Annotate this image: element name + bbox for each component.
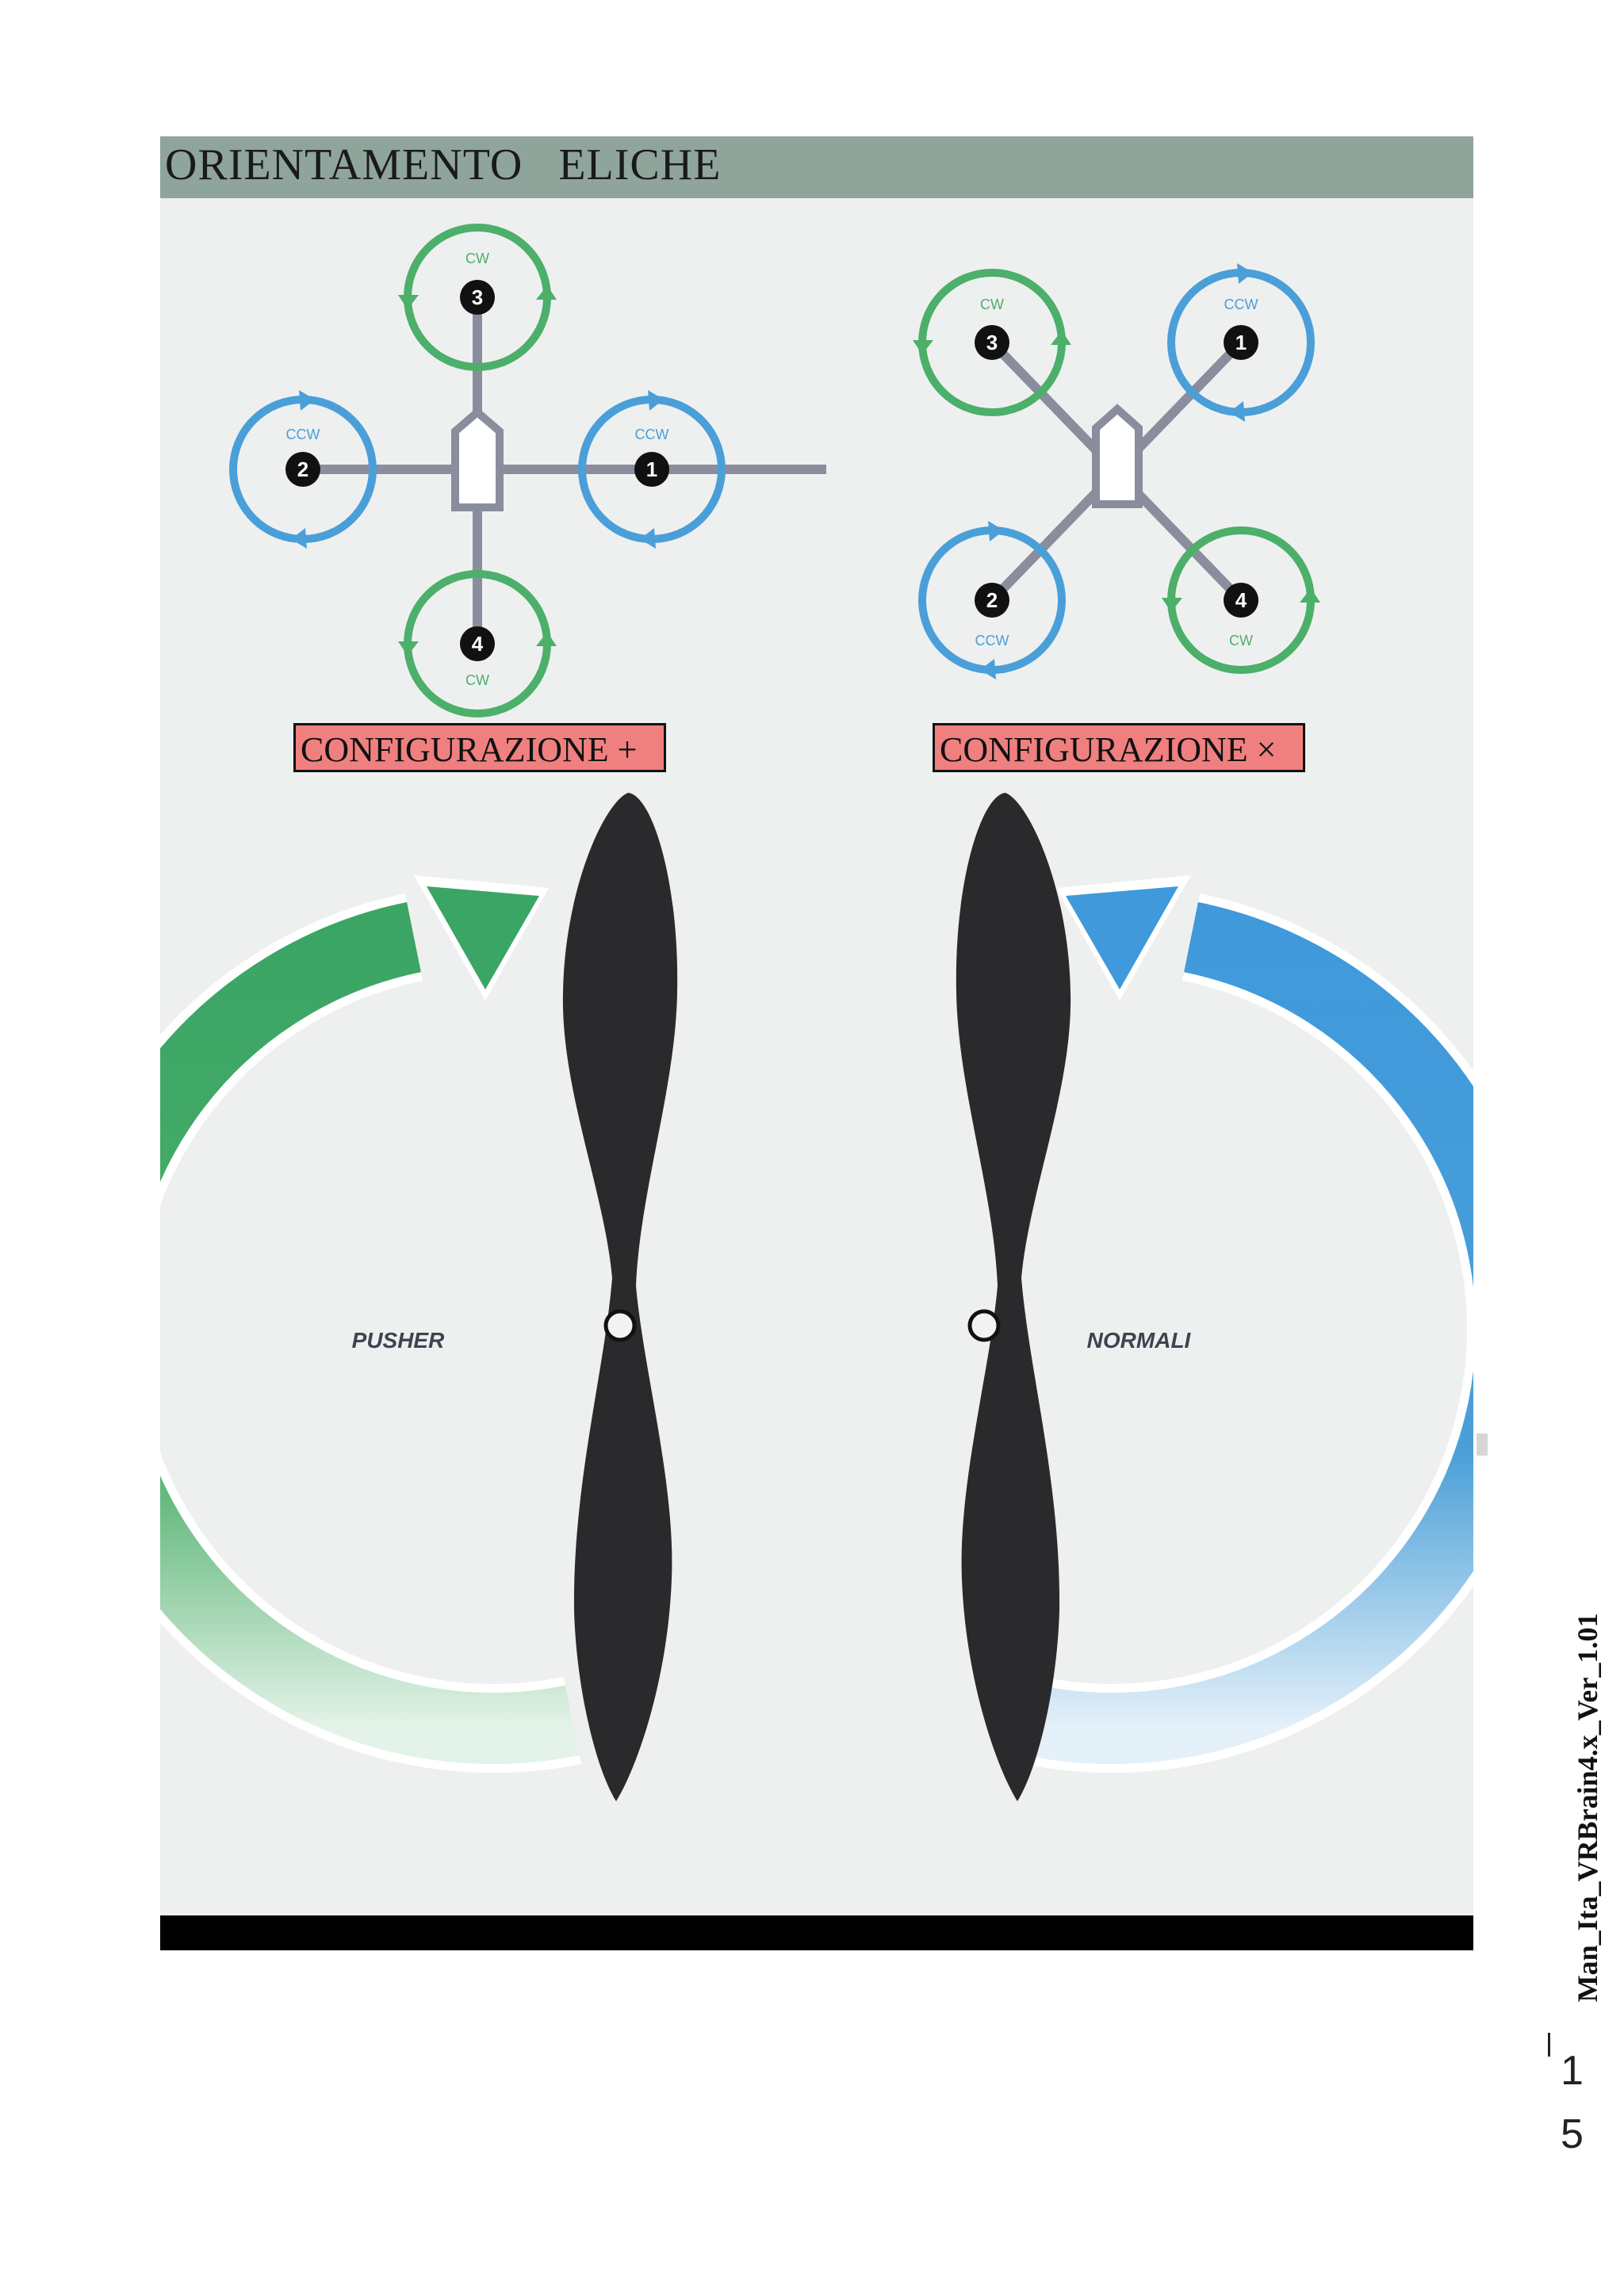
x-config-label: CONFIGURAZIONE × [933, 723, 1305, 772]
rotation-label: CCW [286, 427, 320, 442]
motor-3-cw: 3 CW [913, 269, 1071, 416]
normal-label: NORMALI [1087, 1328, 1192, 1353]
normal-rotation-arrow [1023, 875, 1473, 1773]
rotation-label: CW [465, 672, 489, 688]
normal-propeller [956, 793, 1071, 1801]
plus-config-label: CONFIGURAZIONE + [293, 723, 666, 772]
rotation-label: CW [1229, 633, 1253, 649]
rotation-label: CW [980, 297, 1004, 312]
page-number-digit-2: 5 [1561, 2111, 1584, 2157]
motor-number: 1 [646, 457, 657, 481]
rotation-label: CCW [635, 427, 669, 442]
motor-number: 4 [472, 632, 484, 656]
motor-2-ccw: 2 CCW [918, 521, 1066, 679]
figure-panel: ORIENTAMENTO ELICHE [160, 136, 1473, 1950]
motor-1-ccw: 1 CCW [578, 390, 726, 549]
title-banner: ORIENTAMENTO ELICHE [160, 136, 1473, 198]
motor-number: 1 [1235, 331, 1247, 354]
pusher-rotation-arrow [160, 875, 582, 1773]
x-configuration-diagram: 3 CW 1 CCW 2 CCW [913, 263, 1320, 679]
motor-number: 3 [986, 331, 998, 354]
rotation-label: CCW [1224, 297, 1258, 312]
propeller-orientation-diagram: 3 CW 2 CCW 1 CCW [160, 224, 1473, 1801]
motor-number: 2 [986, 588, 998, 612]
motor-number: 2 [297, 457, 308, 481]
page-title: ORIENTAMENTO ELICHE [165, 140, 722, 189]
motor-1-ccw: 1 CCW [1167, 263, 1315, 422]
motor-4-cw: 4 CW [1162, 526, 1320, 674]
motor-2-ccw: 2 CCW [229, 390, 377, 549]
plus-configuration-diagram: 3 CW 2 CCW 1 CCW [229, 224, 826, 718]
rotation-label: CW [465, 251, 489, 266]
pusher-propeller [562, 793, 678, 1801]
pusher-label: PUSHER [352, 1328, 445, 1353]
page-number-digit-1: 1 [1561, 2048, 1584, 2094]
motor-3-cw: 3 CW [398, 224, 557, 371]
motor-number: 3 [472, 285, 483, 309]
motor-4-cw: 4 CW [398, 570, 557, 718]
rotation-label: CCW [975, 633, 1009, 649]
bottom-bar [160, 1915, 1473, 1950]
edge-mark [1477, 1433, 1488, 1456]
motor-number: 4 [1235, 588, 1247, 612]
document-id-footer: Man_Ita_VRBrain4.x_Ver_1.01 [1564, 1578, 1611, 2038]
document-id: Man_Ita_VRBrain4.x_Ver_1.01 [1572, 1613, 1603, 2003]
footer-divider [1548, 2033, 1550, 2057]
